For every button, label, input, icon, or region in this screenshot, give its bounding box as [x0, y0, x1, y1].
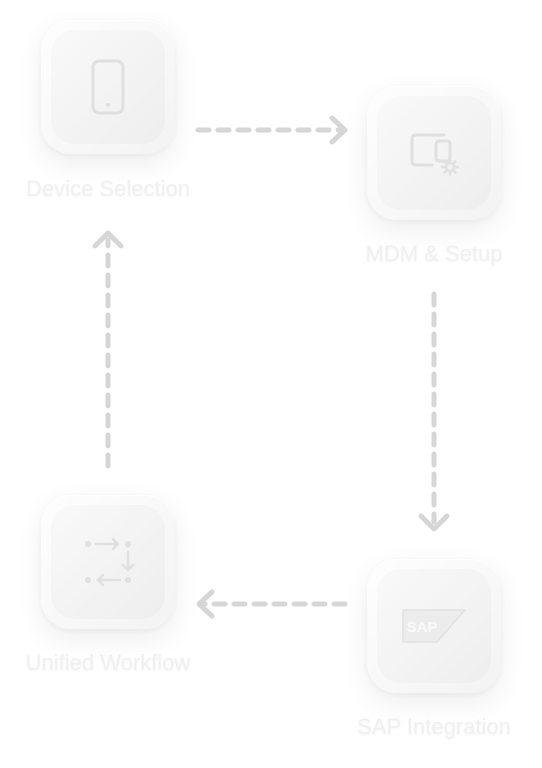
- device-settings-icon: [410, 133, 460, 177]
- arrow-right: [195, 115, 348, 145]
- phone-icon: [91, 59, 125, 115]
- device-selection-card: [41, 20, 175, 154]
- sap-logo-text: SAP: [407, 619, 438, 636]
- mdm-setup-card: [367, 86, 501, 220]
- workflow-arrows-icon: [85, 537, 135, 587]
- sap-integration-label: SAP Integration: [357, 714, 511, 739]
- sap-integration-card: SAP: [367, 559, 501, 693]
- unified-workflow-label: Unified Workflow: [25, 650, 191, 675]
- arrow-up: [92, 230, 124, 469]
- arrow-down: [418, 291, 450, 532]
- mdm-setup-label: MDM & Setup: [365, 241, 503, 266]
- device-selection-label: Device Selection: [26, 176, 190, 201]
- arrow-left: [196, 589, 348, 619]
- unified-workflow-card: [41, 495, 175, 629]
- sap-logo-icon: SAP: [402, 609, 467, 643]
